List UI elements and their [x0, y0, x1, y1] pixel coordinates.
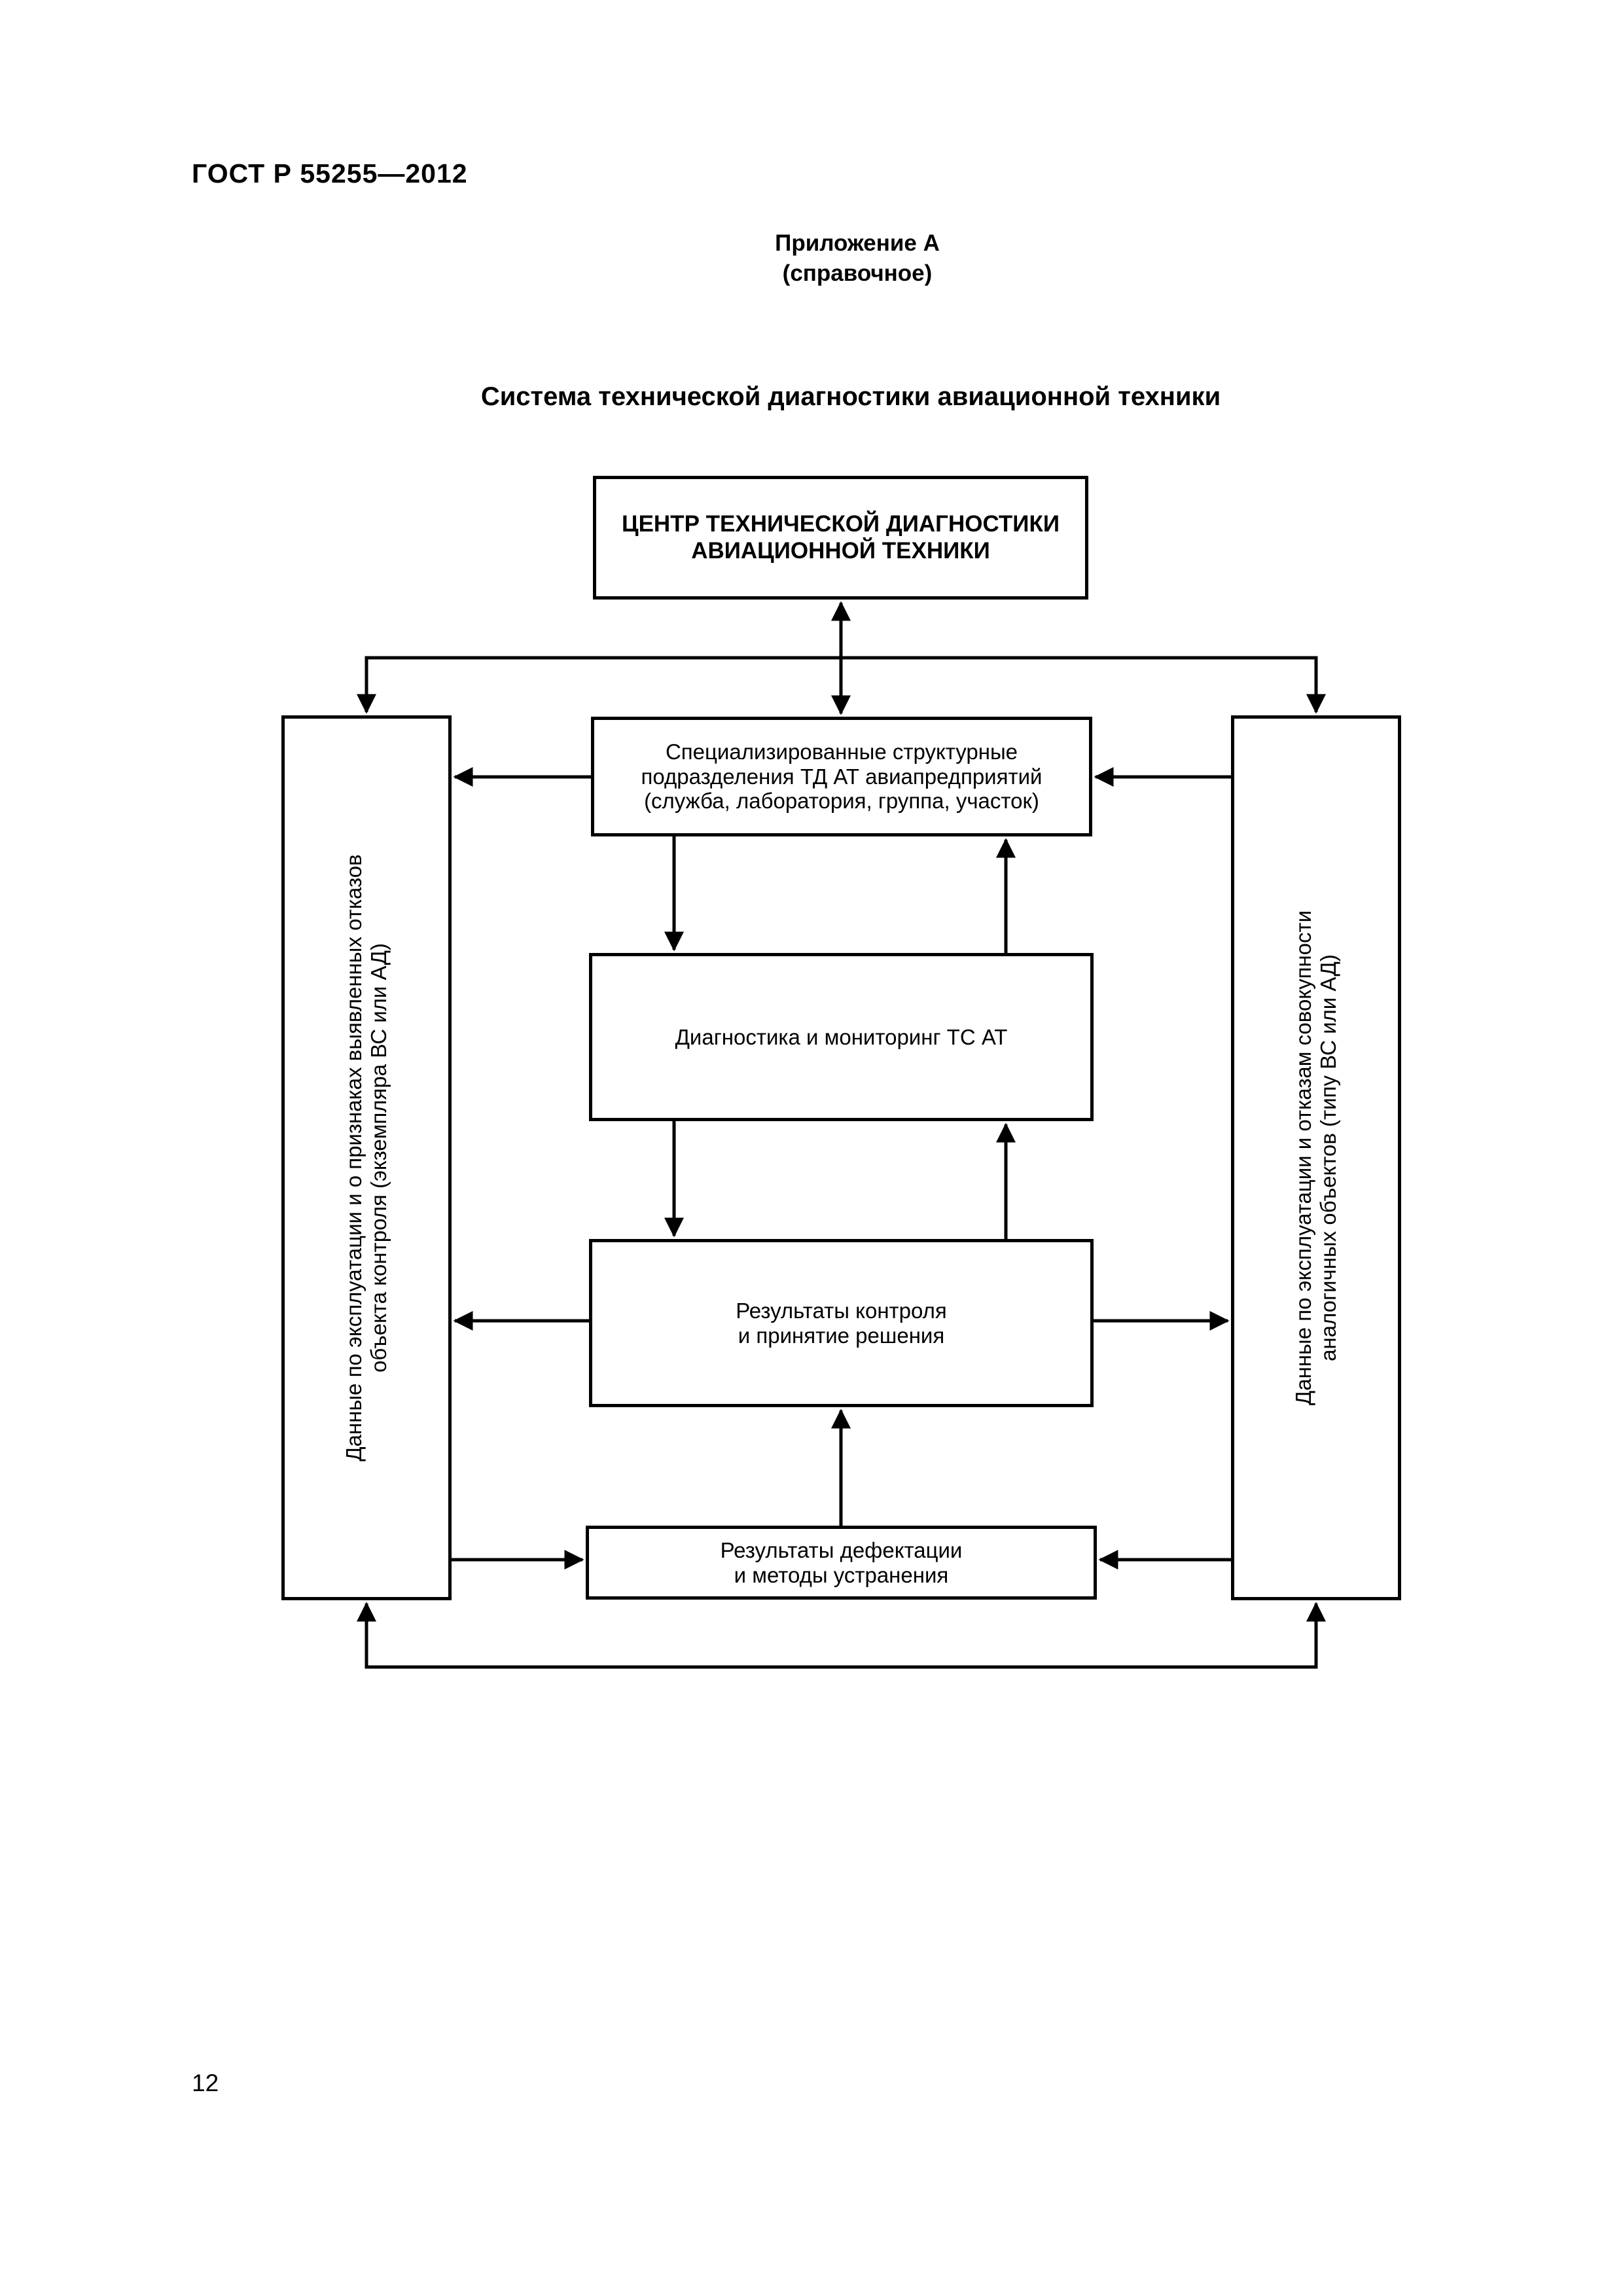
appendix-note: (справочное): [782, 260, 933, 286]
node-specialized-units-label: Специализированные структурные подраздел…: [641, 739, 1043, 814]
appendix-title: Приложение А: [775, 230, 940, 256]
document-header: ГОСТ Р 55255—2012: [192, 158, 468, 188]
node-object-data-label: Данные по эксплуатации и о признаках выя…: [342, 854, 391, 1462]
node-object-data: Данные по эксплуатации и о признаках выя…: [281, 715, 452, 1600]
node-fleet-data: Данные по эксплуатации и отказам совокуп…: [1231, 715, 1401, 1600]
diagram-title: Система технической диагностики авиацион…: [480, 382, 1221, 411]
node-diagnostics-monitoring-label: Диагностика и мониторинг ТС АТ: [675, 1024, 1008, 1049]
page-number: 12: [192, 2070, 219, 2096]
node-specialized-units: Специализированные структурные подраздел…: [591, 717, 1092, 836]
node-diagnostics-center-label: ЦЕНТР ТЕХНИЧЕСКОЙ ДИАГНОСТИКИ АВИАЦИОННО…: [622, 511, 1060, 564]
node-diagnostics-monitoring: Диагностика и мониторинг ТС АТ: [589, 953, 1094, 1121]
node-fleet-data-label: Данные по эксплуатации и отказам совокуп…: [1291, 910, 1340, 1406]
edge-bus-to-right: [841, 656, 1326, 714]
node-defect-results: Результаты дефектации и методы устранени…: [586, 1526, 1097, 1600]
edge-left-right-bus: [357, 1602, 1326, 1669]
node-control-results-label: Результаты контроля и принятие решения: [736, 1298, 947, 1348]
node-defect-results-label: Результаты дефектации и методы устранени…: [720, 1537, 963, 1587]
node-diagnostics-center: ЦЕНТР ТЕХНИЧЕСКОЙ ДИАГНОСТИКИ АВИАЦИОННО…: [593, 476, 1088, 600]
node-control-results: Результаты контроля и принятие решения: [589, 1239, 1094, 1407]
edge-bus-to-left: [357, 656, 841, 714]
